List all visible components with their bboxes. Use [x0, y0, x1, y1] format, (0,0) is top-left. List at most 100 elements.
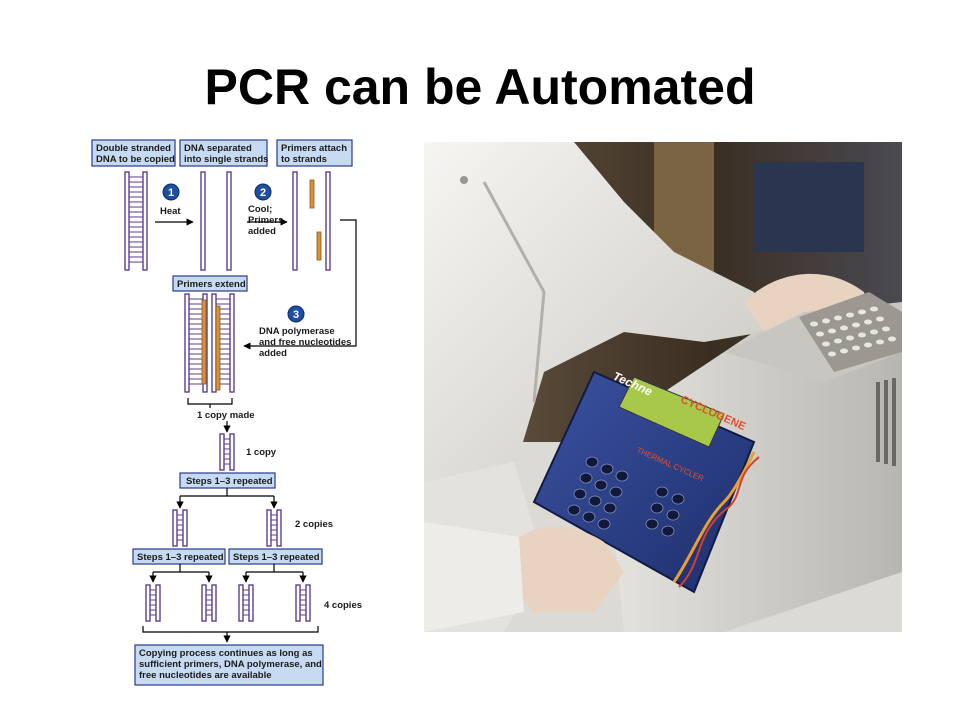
dna-copy-b [266, 509, 282, 547]
dna-one-copy [219, 433, 235, 471]
dna-copy-a [172, 509, 188, 547]
steps-repeated-box-3: Steps 1–3 repeated [228, 548, 323, 565]
dna-helix-decoration [672, 451, 756, 583]
primer-segment-top [309, 179, 315, 209]
side-vents [876, 378, 896, 466]
four-copies-label: 4 copies [324, 600, 362, 611]
step-2-number: 2 [260, 187, 266, 199]
strand-separated-left [200, 171, 206, 271]
sample-well [822, 341, 830, 347]
left-sleeve [424, 522, 524, 632]
function-button [645, 518, 659, 530]
dna-copy-f [295, 584, 311, 622]
dna-copy-c [145, 584, 161, 622]
copy-made-bracket [187, 398, 233, 405]
strand-primer-right-group [325, 171, 331, 271]
steps-repeated-text-3: Steps 1–3 repeated [233, 552, 320, 563]
sample-well [870, 329, 878, 335]
right-hand [744, 273, 869, 332]
primer-segment-bottom [316, 231, 322, 261]
converge-bracket [142, 626, 319, 633]
dna-double-strand [124, 171, 148, 271]
coat-button [460, 176, 468, 184]
keypad-button [603, 502, 617, 514]
function-button [671, 493, 685, 505]
function-button [650, 502, 664, 514]
step-1-label: Heat [160, 206, 181, 217]
function-button [666, 509, 680, 521]
one-copy-made-label: 1 copy made [197, 410, 255, 421]
keypad-button [609, 486, 623, 498]
sample-well [888, 336, 896, 342]
keypad-button [600, 463, 614, 475]
step-3-number: 3 [293, 309, 299, 321]
strand-separated-left-group [200, 171, 206, 271]
lcd-display [618, 376, 725, 448]
background-equipment [754, 162, 864, 252]
dna-copy-d [201, 584, 217, 622]
keypad-button [597, 518, 611, 530]
sample-well [852, 345, 860, 351]
sample-well [882, 326, 890, 332]
keypad [567, 456, 685, 537]
repeat2-fork [153, 564, 209, 573]
label-primers-extend: Primers extend [172, 275, 248, 292]
extended-primer-right [215, 305, 221, 391]
step-2-circle [254, 183, 272, 201]
keypad-button [567, 504, 581, 516]
sample-well [870, 306, 878, 312]
sample-well [846, 335, 854, 341]
repeat3-fork [246, 564, 303, 573]
keypad-button [585, 456, 599, 468]
two-copies-label: 2 copies [295, 519, 333, 530]
sample-well [846, 312, 854, 318]
strand-primer-left-group [292, 171, 298, 271]
keypad-button [588, 495, 602, 507]
sample-well [834, 315, 842, 321]
strand-primer-right [325, 171, 331, 271]
sample-well [864, 319, 872, 325]
step-3-circle [287, 305, 305, 323]
sample-well [858, 309, 866, 315]
function-button [661, 525, 675, 537]
dna-helix-decoration-2 [678, 456, 760, 588]
sample-well [876, 316, 884, 322]
keypad-button [582, 511, 596, 523]
sample-well [810, 321, 818, 327]
dna-copy-e [238, 584, 254, 622]
slide-title: PCR can be Automated [204, 59, 756, 115]
sample-well [816, 331, 824, 337]
sample-well [876, 339, 884, 345]
keypad-button [573, 488, 587, 500]
lab-photo: Techne CYCLOGENE THERMAL CYCLER [424, 142, 902, 632]
coat-fold [482, 181, 546, 403]
steps-repeated-text-1: Steps 1–3 repeated [186, 476, 273, 487]
step-1-number: 1 [168, 187, 174, 199]
one-copy-label: 1 copy [246, 447, 277, 458]
sample-block [799, 292, 902, 372]
strand-separated-right [226, 171, 232, 271]
steps-repeated-box-1: Steps 1–3 repeated [179, 472, 276, 489]
sample-well [822, 318, 830, 324]
steps-repeated-box-2: Steps 1–3 repeated [132, 548, 226, 565]
thermal-cycler-photo: Techne CYCLOGENE THERMAL CYCLER [424, 142, 902, 632]
sample-well [828, 328, 836, 334]
function-button [655, 486, 669, 498]
sample-well [864, 342, 872, 348]
keypad-button [579, 472, 593, 484]
step-1-circle [162, 183, 180, 201]
keypad-button [615, 470, 629, 482]
sample-well [858, 332, 866, 338]
strand-primer-left [292, 171, 298, 271]
keypad-button [594, 479, 608, 491]
sample-well [852, 322, 860, 328]
sample-well [834, 338, 842, 344]
sample-well [828, 351, 836, 357]
